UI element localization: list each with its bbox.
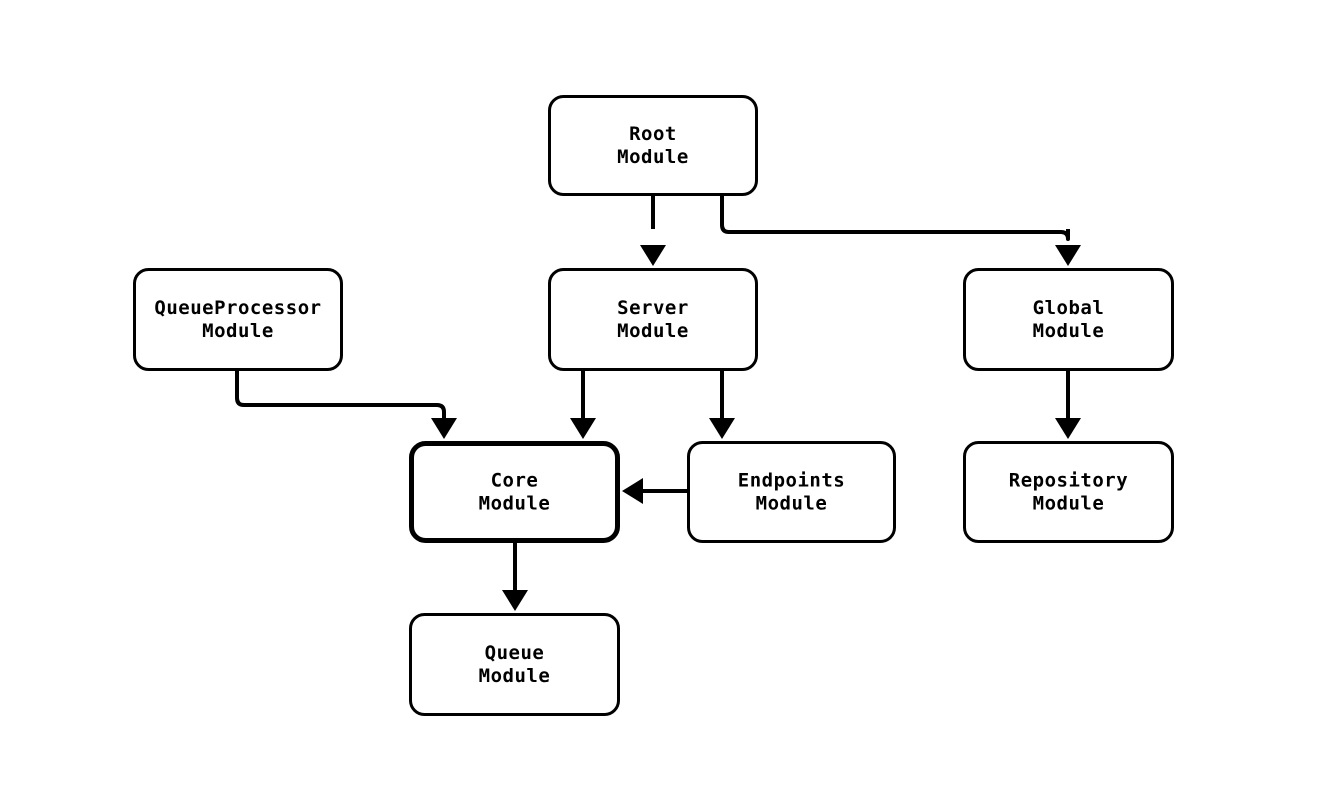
node-box[interactable]: [409, 613, 620, 716]
node-label-line1: Server: [617, 297, 689, 319]
arrow-head-icon: [1055, 418, 1081, 439]
nodes-layer: RootModuleQueueProcessorModuleServerModu…: [133, 95, 1174, 716]
node-box[interactable]: [687, 441, 896, 543]
edge-root-to-global: [720, 196, 1081, 266]
node-label-line2: Module: [1033, 320, 1105, 342]
node-label-line1: QueueProcessor: [154, 297, 321, 319]
edge-server-to-core: [570, 371, 596, 439]
node-box[interactable]: [963, 441, 1174, 543]
edges-layer: [235, 196, 1081, 611]
arrow-head-icon: [431, 418, 457, 439]
edge-global-to-repository: [1055, 371, 1081, 439]
node-label-line1: Root: [629, 123, 677, 145]
node-box[interactable]: [963, 268, 1174, 371]
node-box[interactable]: [548, 268, 758, 371]
node-label-line1: Core: [491, 470, 539, 492]
edge-line: [720, 196, 1070, 241]
node-label-line2: Module: [756, 493, 828, 515]
arrow-head-icon: [502, 590, 528, 611]
arrow-head-icon: [622, 478, 643, 504]
node-label-line1: Global: [1033, 297, 1105, 319]
node-label-line2: Module: [479, 665, 551, 687]
node-label-line2: Module: [617, 146, 689, 168]
node-box[interactable]: [548, 95, 758, 196]
node-label-line1: Repository: [1009, 470, 1128, 492]
edge-line: [235, 371, 446, 429]
node-label-line2: Module: [617, 320, 689, 342]
edge-core-to-queue: [502, 543, 528, 611]
node-label-line2: Module: [479, 493, 551, 515]
node-label-line1: Queue: [485, 642, 545, 664]
node-label-line1: Endpoints: [738, 470, 845, 492]
arrow-head-icon: [1055, 245, 1081, 266]
node-box[interactable]: [133, 268, 343, 371]
arrow-head-icon: [570, 418, 596, 439]
edge-queueprocessor-to-core: [235, 371, 457, 439]
edge-root-to-server: [640, 196, 666, 266]
edge-server-to-endpoints: [709, 371, 735, 439]
node-box[interactable]: [409, 441, 620, 543]
node-label-line2: Module: [202, 320, 274, 342]
edge-endpoints-to-core: [622, 478, 687, 504]
arrow-head-icon: [640, 245, 666, 266]
arrow-head-icon: [709, 418, 735, 439]
node-label-line2: Module: [1033, 493, 1105, 515]
